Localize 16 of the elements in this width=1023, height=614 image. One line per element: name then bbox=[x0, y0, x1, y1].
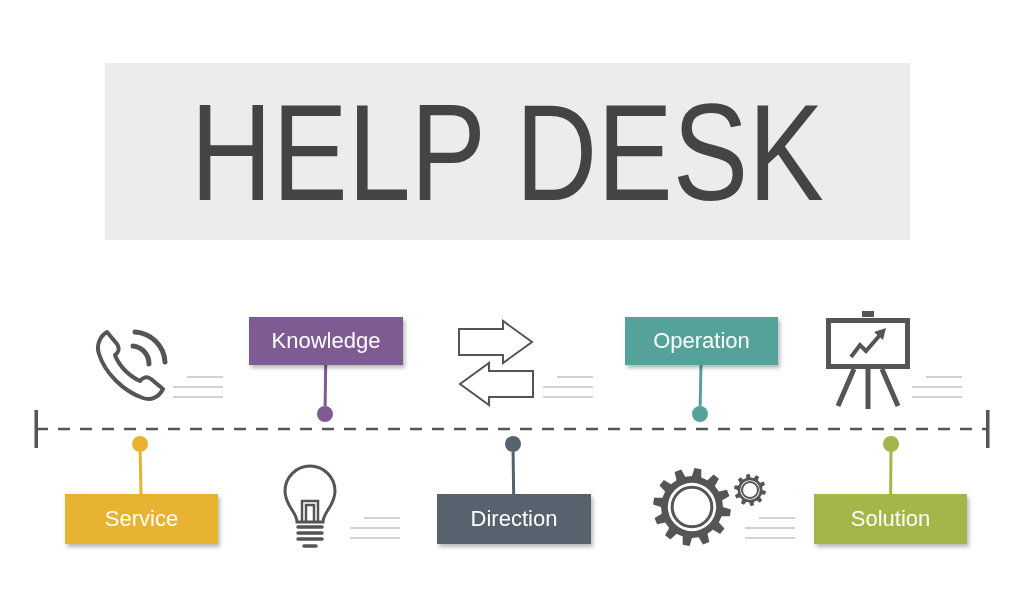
label-tag: Operation bbox=[625, 317, 778, 365]
label-tag: Service bbox=[65, 494, 218, 544]
timeline-dot bbox=[132, 436, 148, 452]
leader-line bbox=[511, 452, 516, 495]
leader-line bbox=[889, 452, 893, 494]
timeline-dot bbox=[505, 436, 521, 452]
timeline-dot bbox=[883, 436, 899, 452]
timeline-dot bbox=[317, 406, 333, 422]
leader-line bbox=[138, 451, 143, 495]
label-tag: Solution bbox=[814, 494, 967, 544]
leader-line bbox=[698, 364, 703, 407]
leader-line bbox=[323, 364, 328, 407]
label-tag: Direction bbox=[437, 494, 591, 544]
title-text: HELP DESK bbox=[190, 82, 825, 221]
timeline-dot bbox=[692, 406, 708, 422]
label-tag: Knowledge bbox=[249, 317, 403, 365]
